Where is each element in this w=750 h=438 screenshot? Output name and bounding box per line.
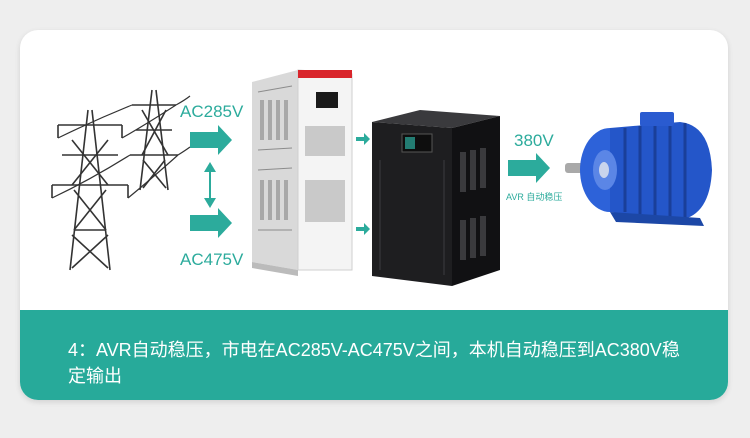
arrow-right-icon (356, 223, 370, 235)
input-bottom-label: AC475V (180, 250, 244, 269)
avr-tag-label: AVR 自动稳压 (506, 191, 562, 202)
arrow-updown-icon (204, 162, 216, 208)
electric-motor-icon (565, 112, 712, 226)
arrow-right-icon (356, 133, 370, 145)
content-card: AC285V AC475V (20, 30, 728, 400)
stabilizer-cabinet-icon (372, 110, 500, 286)
ups-cabinet-icon (252, 69, 353, 276)
caption-banner: 4：AVR自动稳压，市电在AC285V-AC475V之间，本机自动稳压到AC38… (20, 310, 728, 400)
output-voltage-label: 380V (514, 131, 554, 150)
arrow-right-icon (190, 125, 232, 155)
power-tower-icon (51, 89, 191, 271)
input-top-label: AC285V (180, 102, 244, 121)
caption-text: 4：AVR自动稳压，市电在AC285V-AC475V之间，本机自动稳压到AC38… (68, 340, 680, 386)
arrow-right-icon (190, 208, 232, 238)
illustration-scene: AC285V AC475V (51, 69, 712, 286)
arrow-right-icon (508, 153, 550, 183)
